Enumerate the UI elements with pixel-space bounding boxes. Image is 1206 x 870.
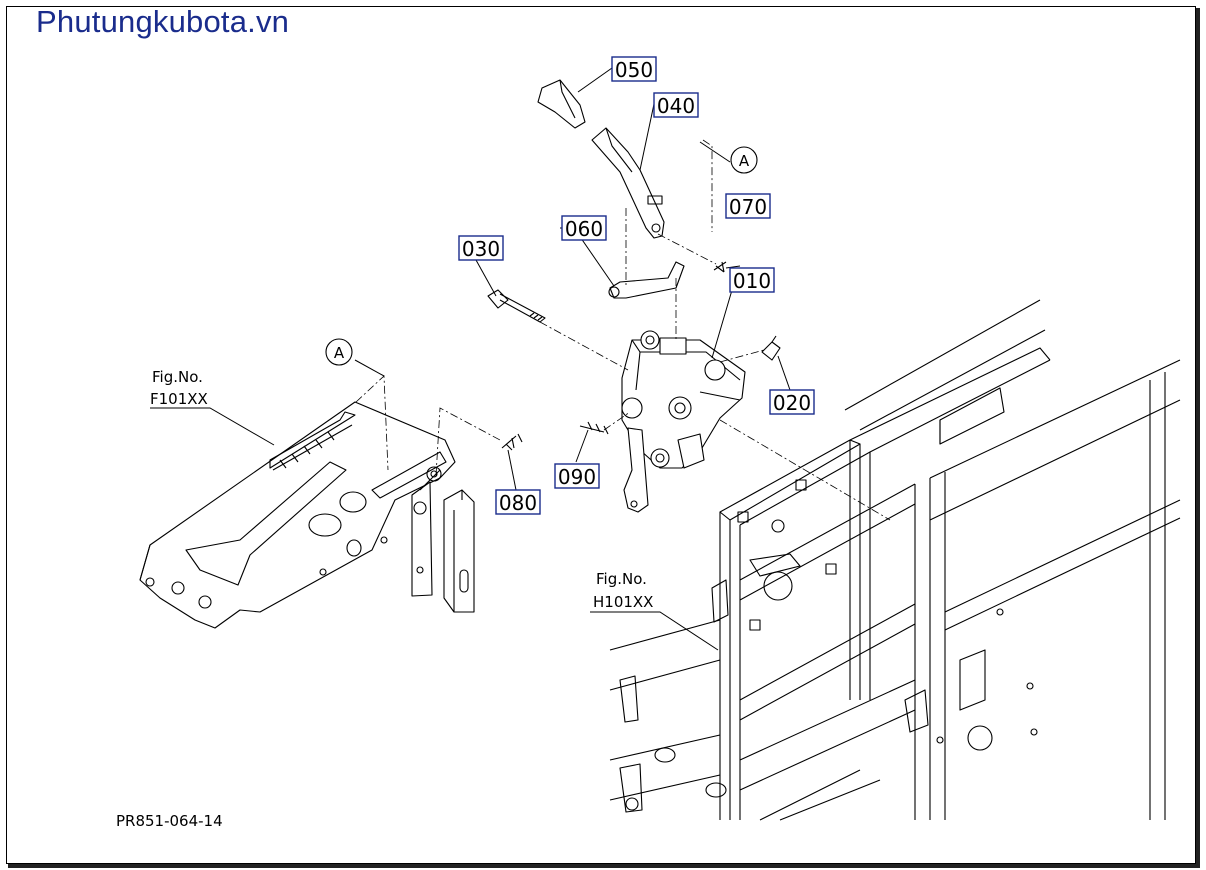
callout-070[interactable]: 070	[725, 193, 771, 219]
callout-010[interactable]: 010	[729, 267, 775, 293]
callout-080[interactable]: 080	[495, 489, 541, 515]
callout-050[interactable]: 050	[611, 56, 657, 82]
pin-070	[713, 261, 727, 273]
callout-070-label: 070	[729, 195, 767, 219]
right-frame	[609, 299, 1181, 821]
fig-ref-right-code: H101XX	[593, 593, 653, 611]
callout-040-label: 040	[657, 94, 695, 118]
callout-040[interactable]: 040	[653, 92, 699, 118]
shift-lever	[591, 127, 665, 239]
callout-010-label: 010	[733, 269, 771, 293]
drawing-frame	[6, 6, 1196, 864]
fig-ref-left-code: F101XX	[150, 390, 208, 408]
frame-shadow-bottom	[8, 864, 1200, 868]
callout-060-label: 060	[565, 217, 603, 241]
bolt	[487, 289, 546, 323]
callout-060[interactable]: 060	[561, 215, 607, 241]
ref-a-top-label: A	[739, 152, 750, 170]
fig-ref-right-label: Fig.No.	[596, 570, 647, 588]
callout-050-label: 050	[615, 58, 653, 82]
pin-090	[579, 421, 609, 435]
assembly-lines	[355, 139, 891, 521]
callout-030-label: 030	[462, 237, 500, 261]
fig-ref-left[interactable]: Fig.No. F101XX	[150, 368, 208, 408]
watermark-text: Phutungkubota.vn	[36, 4, 290, 39]
fitting	[761, 335, 781, 361]
callout-020[interactable]: 020	[769, 389, 815, 415]
link-rod	[608, 261, 685, 299]
lever-knob	[537, 79, 586, 129]
diagram-id: PR851-064-14	[116, 812, 223, 830]
fig-ref-right[interactable]: Fig.No. H101XX	[593, 570, 653, 611]
callout-090[interactable]: 090	[554, 463, 600, 489]
valve-body	[621, 330, 746, 513]
callout-090-label: 090	[558, 465, 596, 489]
ref-a-top: A	[730, 146, 758, 174]
frame-shadow-right	[1196, 8, 1200, 866]
fig-ref-left-label: Fig.No.	[152, 368, 203, 386]
left-bracket	[411, 466, 475, 613]
ref-a-left-label: A	[334, 344, 345, 362]
ref-a-left: A	[325, 338, 353, 366]
left-panel-plate	[139, 401, 456, 629]
leader-lines	[150, 67, 791, 651]
callout-020-label: 020	[773, 391, 811, 415]
pin-080	[501, 433, 523, 451]
callout-030[interactable]: 030	[458, 235, 504, 261]
callout-080-label: 080	[499, 491, 537, 515]
